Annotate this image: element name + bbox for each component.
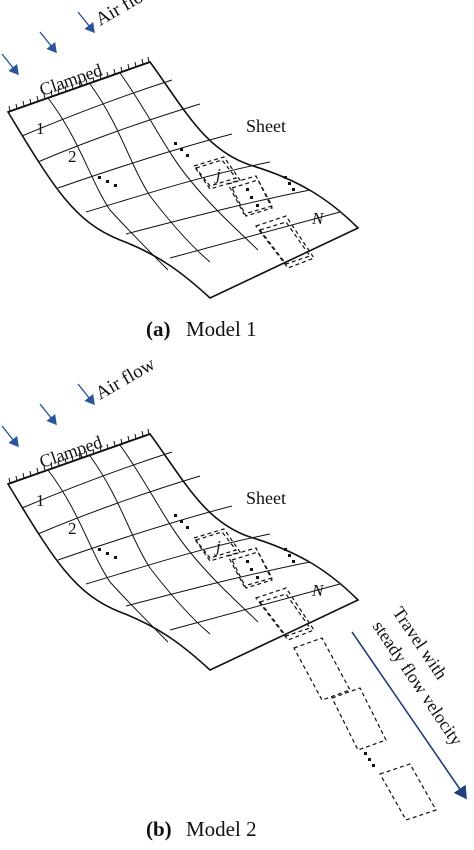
caption-text: Model 2	[186, 817, 257, 841]
sheet-surface	[6, 61, 360, 299]
element-boxes	[193, 528, 437, 821]
panel-2-label: 2	[68, 519, 77, 538]
air-flow-arrow	[1, 53, 19, 76]
ellipsis-dots	[98, 514, 375, 767]
sheet-label: Sheet	[246, 488, 286, 508]
air-flow-label: Air flow	[92, 0, 159, 30]
sheet-label: Sheet	[246, 116, 286, 136]
panel-2-label: 2	[68, 147, 77, 166]
panel-j-label: j	[214, 537, 221, 556]
air-flow-arrow	[39, 31, 57, 54]
panel-1-label: 1	[36, 491, 45, 510]
sheet-grid	[21, 72, 341, 271]
air-flow-arrow	[77, 11, 95, 34]
clamped-label: Clamped	[37, 432, 105, 472]
air-flow-arrow	[1, 425, 19, 448]
caption-tag: (b)	[146, 817, 172, 841]
air-flow-label: Air flow	[92, 354, 159, 405]
ellipsis-dots	[98, 142, 295, 207]
sheet-surface	[6, 433, 360, 671]
panel-n-label: N	[311, 209, 325, 228]
element-boxes	[193, 156, 315, 269]
travel-arrow	[351, 631, 467, 800]
panel-j-label: j	[214, 165, 221, 184]
model-1-diagram: Air flow Clamped	[1, 0, 360, 341]
caption-tag: (a)	[146, 317, 171, 341]
air-flow-arrow	[39, 403, 57, 426]
model-2-diagram: Air flow Clamped	[1, 354, 467, 841]
panel-1-label: 1	[36, 119, 45, 138]
air-flow-arrow	[77, 383, 95, 406]
caption-text: Model 1	[186, 317, 257, 341]
clamped-label: Clamped	[37, 60, 105, 100]
panel-n-label: N	[311, 581, 325, 600]
sheet-grid	[21, 444, 341, 643]
